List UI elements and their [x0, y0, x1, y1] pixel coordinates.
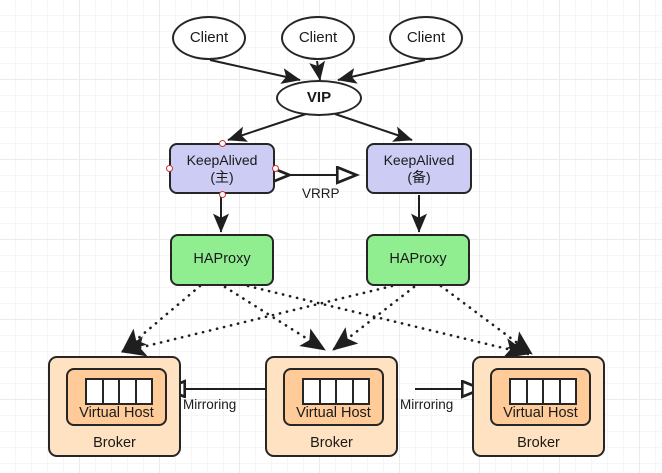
client-label: Client — [189, 29, 229, 47]
selection-handle-right[interactable] — [271, 165, 279, 172]
client-node-2[interactable]: Client — [281, 16, 355, 60]
queue-cell — [544, 380, 561, 403]
selection-handle-bottom[interactable] — [218, 190, 226, 198]
keepalived-backup-label: KeepAlived — [383, 151, 455, 168]
client-node-1[interactable]: Client — [172, 16, 246, 60]
queue-2 — [302, 378, 370, 405]
queue-cell — [87, 380, 104, 403]
selection-handle-left[interactable] — [165, 165, 173, 172]
virtual-host-label: Virtual Host — [79, 405, 154, 421]
virtual-host-2[interactable]: Virtual Host — [283, 368, 384, 426]
haproxy-label: HAProxy — [389, 251, 447, 268]
virtual-host-label: Virtual Host — [503, 405, 578, 421]
broker-label: Broker — [310, 435, 353, 451]
haproxy-label: HAProxy — [193, 251, 251, 268]
queue-cell — [528, 380, 544, 403]
vip-node[interactable]: VIP — [276, 80, 362, 116]
queue-cell — [354, 380, 369, 403]
haproxy-node-right[interactable]: HAProxy — [366, 234, 470, 286]
queue-cell — [137, 380, 152, 403]
broker-node-2[interactable]: Virtual Host Broker — [265, 356, 398, 457]
queue-cell — [511, 380, 528, 403]
vip-label: VIP — [306, 89, 332, 107]
haproxy-node-left[interactable]: HAProxy — [170, 234, 274, 286]
queue-cell — [304, 380, 321, 403]
virtual-host-label: Virtual Host — [296, 405, 371, 421]
keepalived-master-label: KeepAlived — [186, 151, 258, 168]
queue-cell — [120, 380, 137, 403]
queue-cell — [561, 380, 576, 403]
client-label: Client — [298, 29, 338, 47]
queue-1 — [85, 378, 153, 405]
vrrp-edge-label: VRRP — [302, 186, 340, 201]
queue-cell — [337, 380, 354, 403]
queue-cell — [104, 380, 120, 403]
client-label: Client — [406, 29, 446, 47]
broker-label: Broker — [93, 435, 136, 451]
keepalived-backup-node[interactable]: KeepAlived (备) — [366, 143, 472, 194]
keepalived-master-sublabel: (主) — [210, 168, 234, 185]
virtual-host-1[interactable]: Virtual Host — [66, 368, 167, 426]
mirroring-label-right: Mirroring — [400, 397, 454, 412]
keepalived-backup-sublabel: (备) — [407, 168, 431, 185]
queue-3 — [509, 378, 577, 405]
broker-node-1[interactable]: Virtual Host Broker — [48, 356, 181, 457]
broker-node-3[interactable]: Virtual Host Broker — [472, 356, 605, 457]
broker-label: Broker — [517, 435, 560, 451]
mirroring-label-left: Mirroring — [183, 397, 237, 412]
queue-cell — [321, 380, 337, 403]
selection-handle-top[interactable] — [218, 139, 226, 147]
virtual-host-3[interactable]: Virtual Host — [490, 368, 591, 426]
client-node-3[interactable]: Client — [389, 16, 463, 60]
keepalived-master-node[interactable]: KeepAlived (主) — [169, 143, 275, 194]
